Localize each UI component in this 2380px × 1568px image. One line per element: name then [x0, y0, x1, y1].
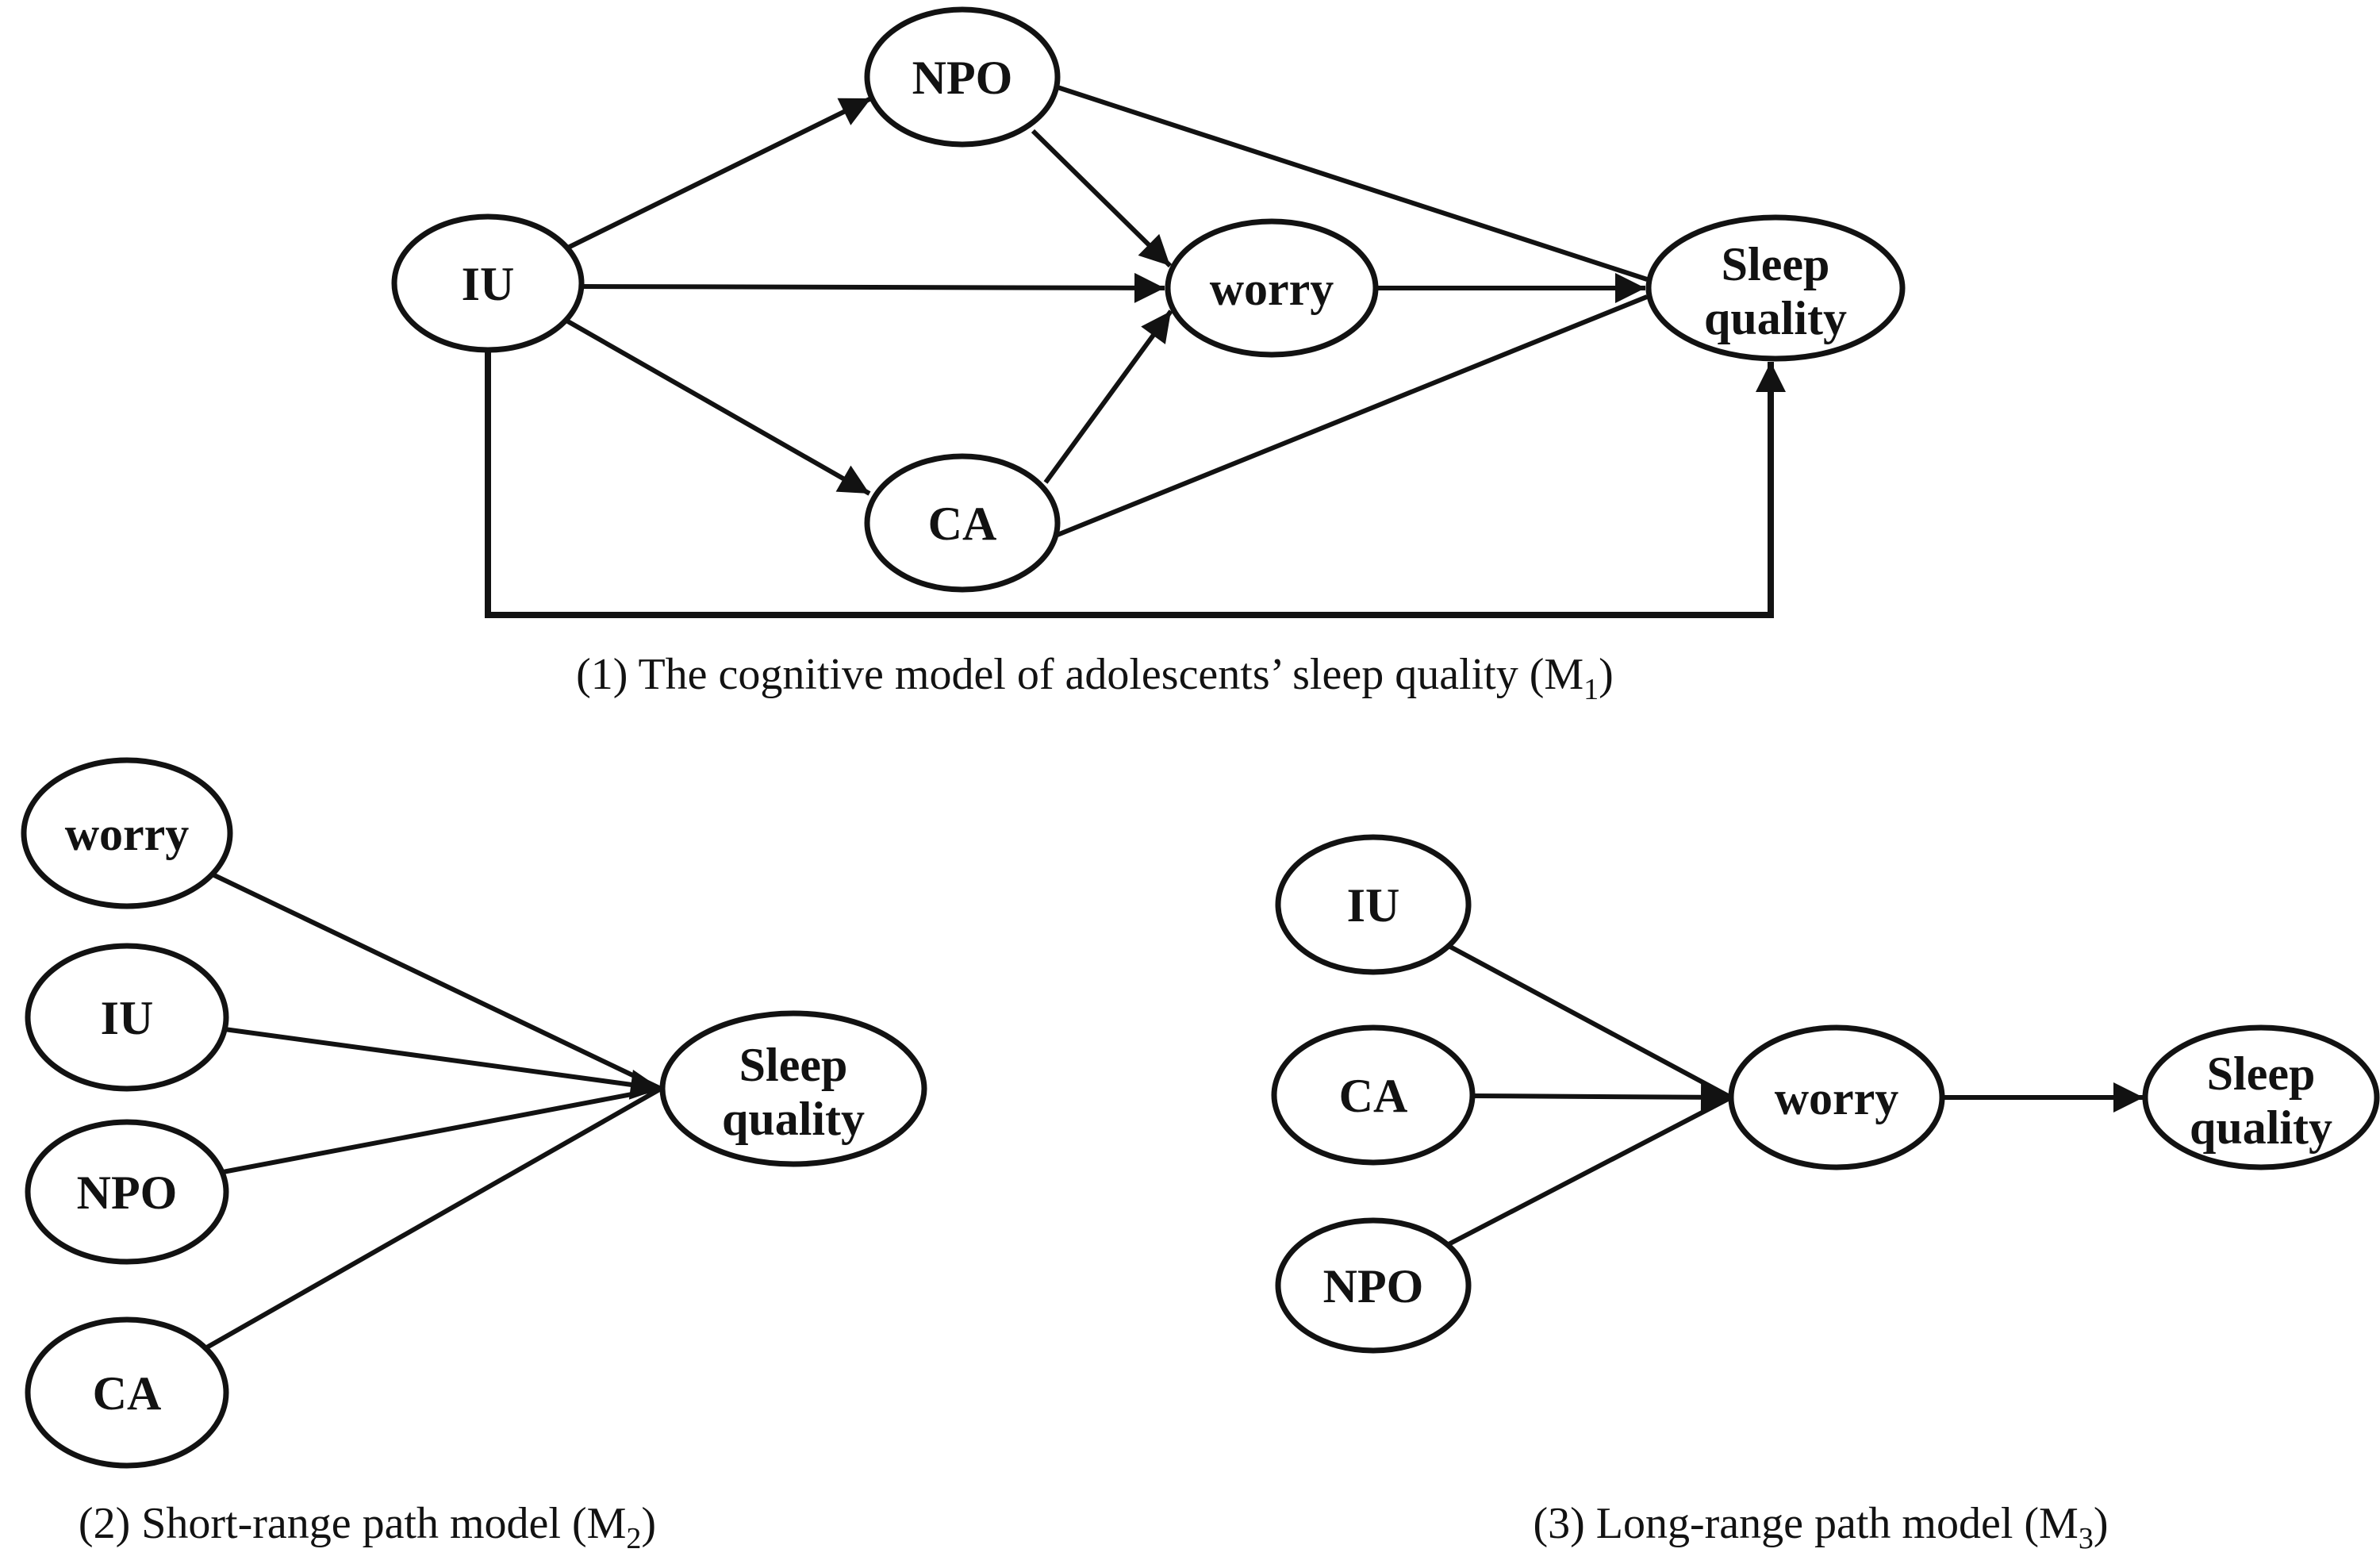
m1-node-worry: worry	[1165, 218, 1379, 358]
m2-node-sleep-quality-label-line2: quality	[722, 1093, 865, 1145]
model-3-long-range: IU CA NPO worry Sleep quality (3) Long-r…	[1271, 834, 2380, 1555]
m2-node-sleep-quality: Sleep quality	[659, 1010, 927, 1167]
model-2-short-range: worry IU NPO CA Sleep quality (2) Short-…	[21, 757, 927, 1555]
m1-node-ca: CA	[864, 453, 1061, 593]
m1-caption: (1) The cognitive model of adolescents’ …	[576, 650, 1614, 706]
m2-node-sleep-quality-label-line1: Sleep	[739, 1039, 848, 1091]
m1-node-npo: NPO	[864, 6, 1061, 148]
m2-node-iu: IU	[25, 943, 229, 1092]
m3-node-sleep-quality-label-line2: quality	[2190, 1101, 2332, 1154]
m1-edge-ca-worry	[1043, 309, 1173, 484]
m1-node-iu: IU	[391, 213, 585, 353]
m3-edge-ca-worry	[1472, 1082, 1732, 1113]
m3-edge-iu-worry	[1447, 943, 1733, 1100]
m1-edge-npo-sleep	[1057, 85, 1648, 282]
m2-node-worry: worry	[21, 757, 233, 909]
m3-node-sleep-quality: Sleep quality	[2142, 1024, 2380, 1170]
m3-node-ca: CA	[1271, 1024, 1476, 1166]
m2-edge-npo-sleep	[222, 1086, 662, 1174]
m2-node-npo: NPO	[25, 1119, 229, 1265]
m1-node-npo-label: NPO	[912, 52, 1013, 104]
m1-edge-iu-npo	[566, 96, 873, 250]
m1-edge-npo-worry	[1031, 129, 1173, 268]
m2-node-ca: CA	[25, 1316, 229, 1469]
m1-edge-iu-worry	[581, 272, 1165, 303]
m3-edge-npo-worry	[1447, 1095, 1733, 1247]
m2-node-npo-label: NPO	[77, 1166, 178, 1219]
model-1-cognitive: IU NPO CA worry Sleep quality (1) The co…	[391, 6, 1906, 706]
m2-node-ca-label: CA	[93, 1367, 162, 1420]
m1-node-sleep-quality-label-line1: Sleep	[1722, 238, 1830, 290]
m1-edge-iu-ca	[565, 318, 871, 496]
m3-caption: (3) Long-range path model (M3)	[1534, 1499, 2109, 1555]
m1-node-sleep-quality: Sleep quality	[1645, 214, 1906, 362]
m3-node-worry: worry	[1728, 1024, 1945, 1170]
m3-node-iu: IU	[1275, 834, 1472, 975]
m3-node-iu-label: IU	[1347, 879, 1400, 932]
m2-edge-iu-sleep	[224, 1027, 662, 1100]
m1-edge-iu-sleep-elbow	[485, 350, 1786, 618]
m3-node-npo: NPO	[1275, 1217, 1472, 1354]
m3-node-sleep-quality-label-line1: Sleep	[2207, 1047, 2316, 1100]
m2-caption: (2) Short-range path model (M2)	[79, 1499, 656, 1555]
m1-node-worry-label: worry	[1210, 263, 1334, 315]
m3-node-ca-label: CA	[1339, 1070, 1408, 1122]
m2-node-worry-label: worry	[65, 808, 190, 860]
m2-edge-worry-sleep	[211, 872, 662, 1091]
m1-node-sleep-quality-label-line2: quality	[1704, 292, 1847, 344]
m1-node-iu-label: IU	[462, 258, 515, 310]
m2-node-iu-label: IU	[101, 992, 154, 1044]
m2-edge-ca-sleep	[204, 1086, 662, 1351]
m3-node-worry-label: worry	[1775, 1072, 1899, 1124]
m3-node-npo-label: NPO	[1323, 1260, 1424, 1312]
m1-node-ca-label: CA	[928, 498, 997, 550]
m1-edge-ca-sleep	[1056, 294, 1649, 537]
